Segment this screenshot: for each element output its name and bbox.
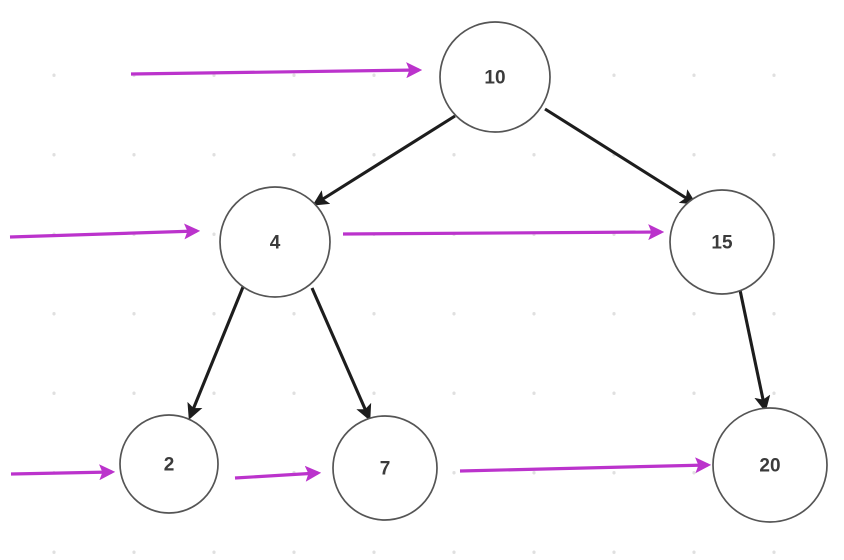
tree-edge-10-to-4[interactable]: [312, 114, 456, 206]
tree-edge-10-to-15[interactable]: [544, 107, 697, 205]
tree-node-group: 10 4 15 2 7 20: [119, 21, 828, 523]
node-circle[interactable]: [219, 186, 331, 298]
node-label: 20: [759, 456, 780, 477]
tree-edge-4-to-2[interactable]: [187, 286, 245, 420]
tree-edge-4-to-7[interactable]: [310, 287, 372, 421]
annotation-arrow-to-node-20[interactable]: [459, 457, 712, 474]
annotation-arrow-group: [9, 62, 712, 482]
tree-edge-15-to-20[interactable]: [738, 289, 771, 413]
annotation-arrow-to-node-2[interactable]: [10, 464, 116, 481]
tree-edge-group: [187, 107, 771, 421]
node-label: 4: [270, 233, 281, 254]
node-circle[interactable]: [669, 189, 775, 295]
tree-node-10[interactable]: 10: [439, 21, 551, 133]
node-label: 15: [711, 233, 733, 254]
node-circle[interactable]: [119, 414, 219, 514]
node-label: 7: [380, 459, 391, 480]
tree-node-15[interactable]: 15: [669, 189, 775, 295]
annotation-arrow-to-node-4[interactable]: [9, 223, 201, 240]
node-circle[interactable]: [439, 21, 551, 133]
node-circle[interactable]: [712, 407, 828, 523]
tree-node-2[interactable]: 2: [119, 414, 219, 514]
annotation-arrow-to-node-7[interactable]: [234, 465, 322, 482]
tree-node-20[interactable]: 20: [712, 407, 828, 523]
tree-node-4[interactable]: 4: [219, 186, 331, 298]
annotation-arrow-to-node-15[interactable]: [342, 224, 665, 241]
node-label: 2: [164, 455, 175, 476]
node-label: 10: [484, 68, 505, 89]
annotation-arrow-to-node-10[interactable]: [130, 62, 423, 79]
tree-node-7[interactable]: 7: [332, 415, 438, 521]
node-circle[interactable]: [332, 415, 438, 521]
